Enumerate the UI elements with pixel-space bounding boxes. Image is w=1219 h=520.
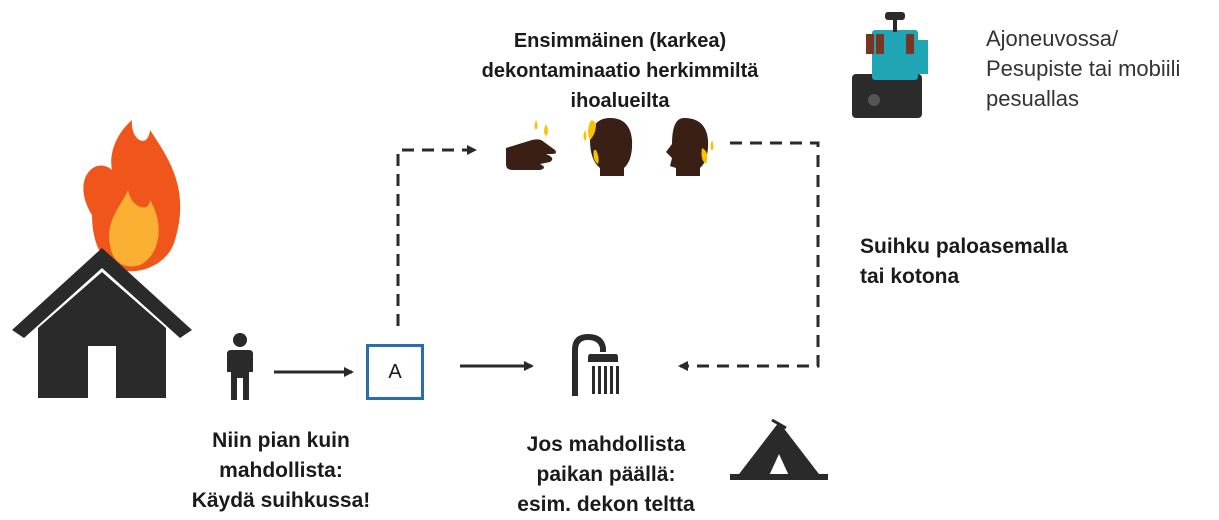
drop-icon bbox=[534, 120, 538, 130]
hand-icon bbox=[506, 120, 556, 170]
drop-icon bbox=[544, 124, 548, 136]
shower-icon bbox=[572, 334, 619, 396]
shower-station-line-1: Suihku paloasemalla bbox=[860, 235, 1068, 258]
tent-icon bbox=[730, 418, 828, 480]
dashed-arrow-a-to-decon bbox=[396, 145, 477, 326]
house-roof bbox=[12, 248, 192, 338]
first-decon-label: Ensimmäinen (karkea) dekontaminaatio her… bbox=[440, 26, 800, 116]
face-side-icon bbox=[666, 118, 714, 176]
first-decon-line-1: Ensimmäinen (karkea) bbox=[513, 30, 727, 52]
house-on-fire-icon bbox=[12, 120, 192, 398]
step-a-label: A bbox=[388, 360, 402, 383]
shower-station-label: Suihku paloasemalla tai kotona bbox=[860, 232, 1120, 292]
asap-line-2: mahdollista: bbox=[219, 459, 343, 482]
vehicle-line-2: Pesupiste tai mobiili bbox=[986, 56, 1181, 81]
flame-inner bbox=[109, 190, 159, 267]
step-a-box: A bbox=[366, 344, 424, 400]
face-front-icon bbox=[583, 118, 633, 176]
onsite-line-2: paikan päällä: bbox=[536, 463, 676, 486]
onsite-label: Jos mahdollista paikan päällä: esim. dek… bbox=[486, 430, 726, 520]
vehicle-label: Ajoneuvossa/ Pesupiste tai mobiili pesua… bbox=[986, 24, 1216, 114]
shower-station-line-2: tai kotona bbox=[860, 265, 960, 288]
first-decon-line-3: ihoalueilta bbox=[570, 90, 670, 112]
house-body bbox=[38, 272, 166, 398]
onsite-line-3: esim. dekon teltta bbox=[517, 493, 695, 516]
asap-line-1: Niin pian kuin bbox=[212, 429, 350, 452]
dashed-arrow-decon-to-shower bbox=[678, 141, 820, 371]
asap-label: Niin pian kuin mahdollista: Käydä suihku… bbox=[176, 426, 386, 516]
house-door bbox=[88, 346, 116, 398]
onsite-line-1: Jos mahdollista bbox=[526, 433, 686, 456]
drop-icon bbox=[710, 140, 714, 151]
vehicle-line-3: pesuallas bbox=[986, 86, 1079, 111]
drop-icon bbox=[583, 130, 587, 141]
person-icon bbox=[227, 333, 253, 400]
wash-station-icon bbox=[852, 12, 928, 118]
first-decon-line-2: dekontaminaatio herkimmiltä bbox=[481, 60, 759, 82]
asap-line-3: Käydä suihkussa! bbox=[191, 489, 371, 512]
vehicle-line-1: Ajoneuvossa/ bbox=[986, 26, 1119, 51]
